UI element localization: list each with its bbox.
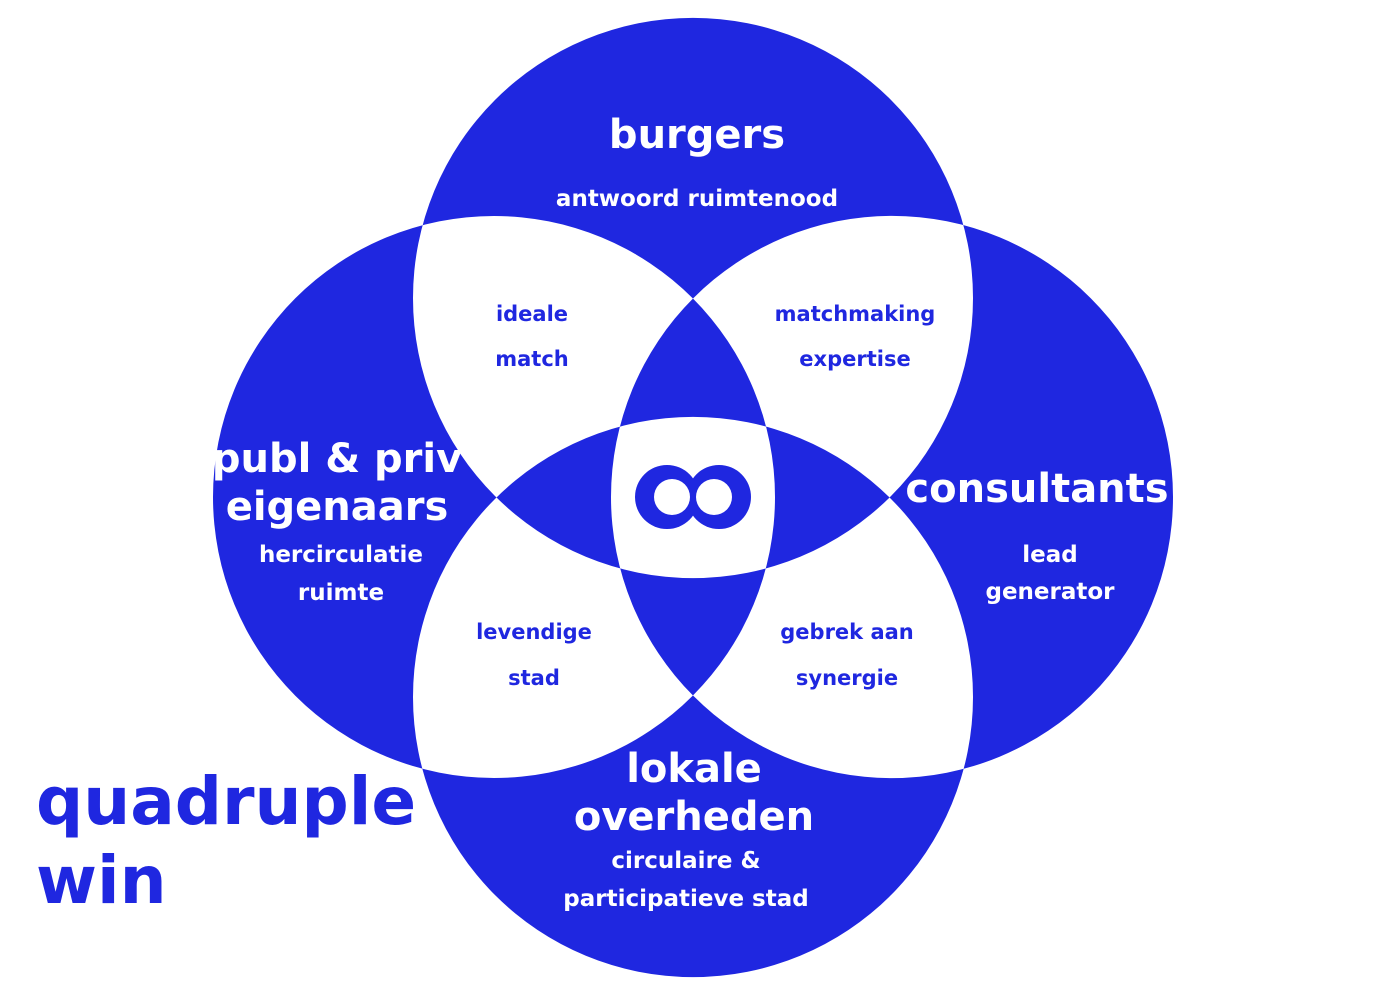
overlap-bottom-right-line2: synergie	[795, 666, 899, 690]
overlap-top-left-line2: match	[495, 347, 569, 371]
overlap-top-right-line2: expertise	[799, 347, 911, 371]
stakeholder-government-line1: lokale	[626, 746, 762, 792]
benefit-government-line1: circulaire &	[611, 848, 761, 874]
benefit-government-line2: participatieve stad	[563, 886, 809, 912]
overlap-bottom-left-line1: levendige	[476, 620, 592, 644]
headline-line2: win	[36, 842, 167, 920]
overlap-bottom-right-line1: gebrek aan	[780, 620, 914, 644]
overlap-bottom-left-line2: stad	[508, 666, 560, 690]
stakeholder-owners-line2: eigenaars	[225, 484, 449, 530]
stakeholder-consultants: consultants	[905, 466, 1169, 512]
overlap-top-right-line1: matchmaking	[774, 302, 936, 326]
overlap-top-left-line1: ideale	[495, 302, 569, 326]
stakeholder-burgers: burgers	[608, 112, 786, 158]
benefit-consultants-line1: lead	[1022, 542, 1078, 568]
benefit-burgers: antwoord ruimtenood	[555, 186, 839, 212]
benefit-owners-line2: ruimte	[297, 580, 385, 606]
stakeholder-government-line2: overheden	[573, 794, 815, 840]
headline: quadruple win	[36, 762, 416, 920]
stakeholder-owners-line1: publ & priv	[211, 436, 463, 482]
benefit-consultants-line2: generator	[985, 579, 1115, 605]
venn-circles	[213, 17, 1173, 978]
headline-line1: quadruple	[36, 763, 417, 840]
benefit-owners-line1: hercirculatie	[258, 542, 424, 568]
infinity-logo-icon	[635, 465, 751, 529]
